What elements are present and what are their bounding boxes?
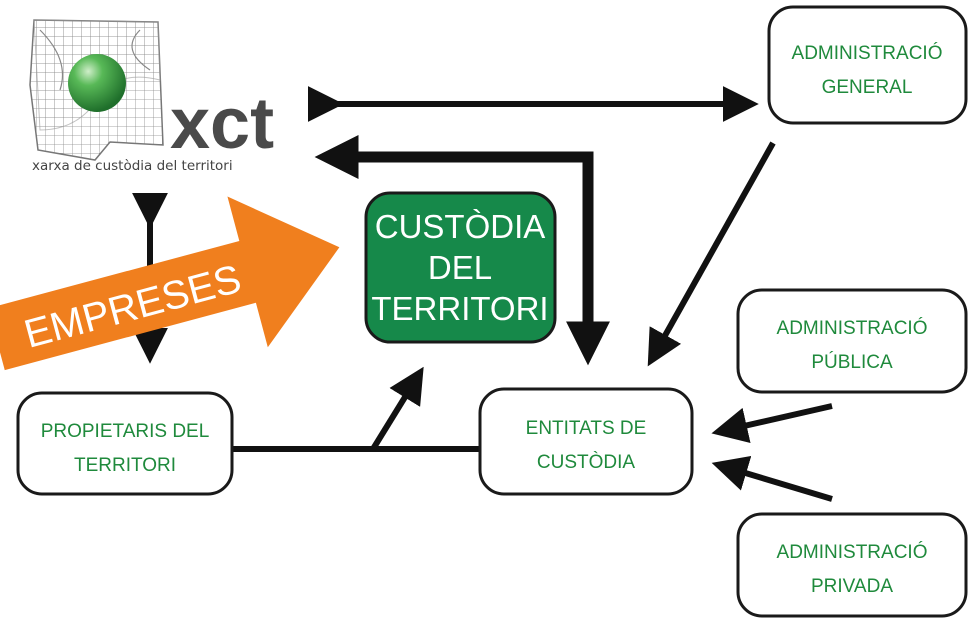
admin-privada-line-1: ADMINISTRACIÓ — [777, 541, 928, 563]
center-line-1: CUSTÒDIA — [375, 208, 546, 245]
arrow-admin-privada-entitats — [711, 456, 833, 502]
center-line-2: DEL — [428, 249, 492, 286]
xct-logo: xct xarxa de custòdia del territori — [29, 19, 274, 174]
admin-general-line-2: GENERAL — [822, 77, 913, 98]
logo-tagline: xarxa de custòdia del territori — [32, 158, 233, 174]
node-admin-publica: ADMINISTRACIÓ PÚBLICA — [736, 288, 968, 394]
admin-publica-line-2: PÚBLICA — [811, 351, 893, 373]
arrow-admin-general-entitats — [647, 141, 776, 367]
empreses-arrow: EMPRESES — [0, 196, 340, 371]
logo-wordmark: xct — [170, 84, 274, 164]
node-admin-privada: ADMINISTRACIÓ PRIVADA — [736, 512, 968, 618]
admin-privada-line-2: PRIVADA — [811, 576, 893, 597]
entitats-line-2: CUSTÒDIA — [537, 451, 636, 473]
node-entitats: ENTITATS DE CUSTÒDIA — [478, 387, 694, 496]
green-globe-icon — [68, 54, 126, 112]
admin-publica-line-1: ADMINISTRACIÓ — [777, 317, 928, 339]
arrow-admin-publica-entitats — [711, 403, 833, 443]
arrow-connector-custodia — [370, 366, 424, 451]
admin-general-line-1: ADMINISTRACIÓ — [792, 42, 943, 64]
custodia-territori-box: CUSTÒDIA DEL TERRITORI — [364, 191, 557, 344]
center-line-3: TERRITORI — [371, 290, 548, 327]
node-propietaris: PROPIETARIS DEL TERRITORI — [16, 391, 234, 496]
propietaris-line-1: PROPIETARIS DEL — [41, 421, 210, 442]
entitats-line-1: ENTITATS DE — [526, 418, 647, 439]
propietaris-line-2: TERRITORI — [74, 455, 176, 476]
node-admin-general: ADMINISTRACIÓ GENERAL — [767, 5, 968, 125]
